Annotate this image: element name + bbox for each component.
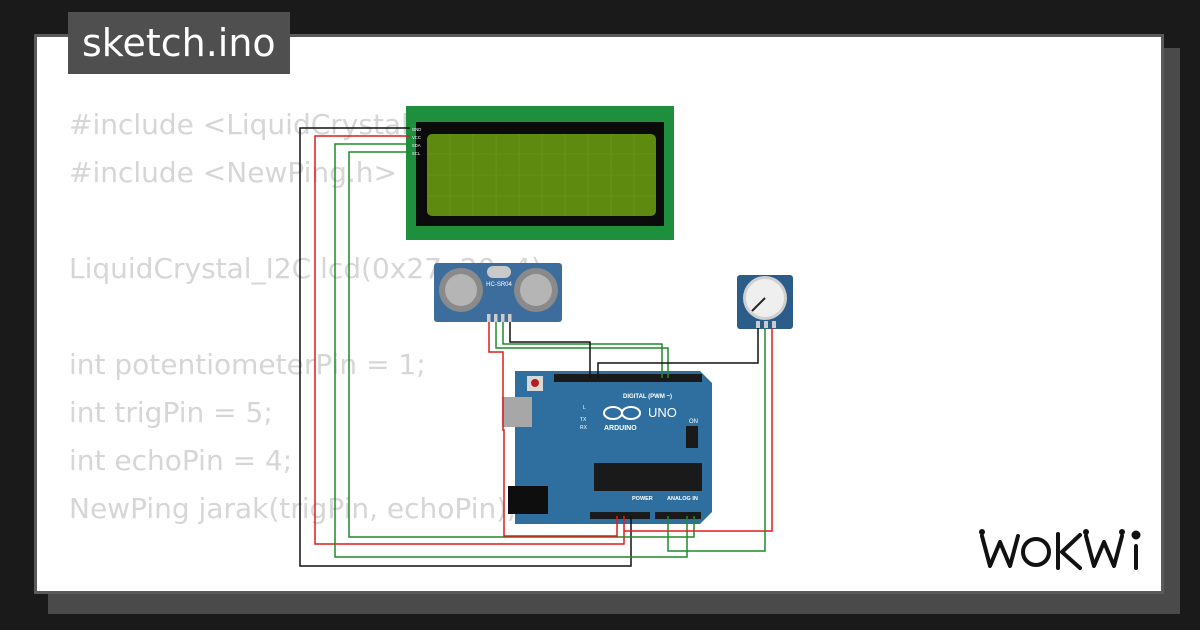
lcd-display[interactable]: GND VCC SDA SCL	[406, 106, 674, 240]
digital-label: DIGITAL (PWM ~)	[623, 394, 672, 400]
digital-header	[554, 374, 702, 382]
atmega-chip	[594, 463, 702, 491]
l-led-label: L	[583, 405, 586, 411]
wire-red-vcc	[314, 135, 625, 545]
wire-red-pot-vcc	[624, 328, 773, 532]
wire-red-sensor-vcc	[488, 322, 618, 537]
arduino-infinity-icon	[603, 406, 641, 420]
icsp-header	[686, 426, 698, 448]
code-line: int echoPin = 4;	[69, 444, 293, 477]
potentiometer[interactable]	[737, 275, 793, 329]
tx-label: TX	[580, 417, 587, 423]
wire-green-scl	[348, 151, 695, 538]
arduino-uno[interactable]: DIGITAL (PWM ~) UNO ARDUINO ON TX RX L P…	[502, 371, 712, 524]
wire-black-pot-gnd	[597, 328, 759, 378]
wire-black-sensor-gnd	[509, 322, 591, 378]
rx-label: RX	[580, 425, 588, 431]
power-header	[590, 512, 650, 519]
project-title: sketch.ino	[68, 12, 290, 74]
arduino-label: ARDUINO	[604, 425, 637, 432]
ultrasonic-sensor[interactable]: HC-SR04	[434, 263, 562, 322]
code-line: int potentiometerPin = 1;	[69, 348, 426, 381]
lcd-pin-label: SDA	[412, 143, 421, 148]
wire-green-pot-signal	[667, 328, 766, 552]
on-label: ON	[689, 419, 698, 425]
sensor-model-label: HC-SR04	[486, 282, 512, 288]
wire-black-gnd	[299, 127, 632, 567]
crystal-oscillator	[487, 266, 511, 278]
lcd-pin-label: SCL	[412, 151, 421, 156]
lcd-pixel-grid	[427, 134, 656, 216]
code-line: NewPing jarak(trigPin, echoPin);	[69, 492, 517, 525]
wokwi-logo	[979, 529, 1141, 570]
lcd-pin-label: GND	[412, 127, 421, 132]
lcd-pin-label: VCC	[412, 135, 421, 140]
usb-port	[502, 397, 532, 427]
power-jack	[508, 486, 548, 514]
analog-header	[655, 512, 701, 519]
pot-indicator	[751, 297, 766, 312]
power-label: POWER	[632, 496, 653, 502]
analog-label: ANALOG IN	[667, 496, 698, 502]
code-line: int trigPin = 5;	[69, 396, 273, 429]
uno-label: UNO	[648, 405, 677, 420]
wires	[299, 127, 773, 567]
wire-green-sda	[334, 143, 688, 558]
wire-green-trig	[495, 322, 669, 378]
wire-green-echo	[502, 322, 663, 378]
